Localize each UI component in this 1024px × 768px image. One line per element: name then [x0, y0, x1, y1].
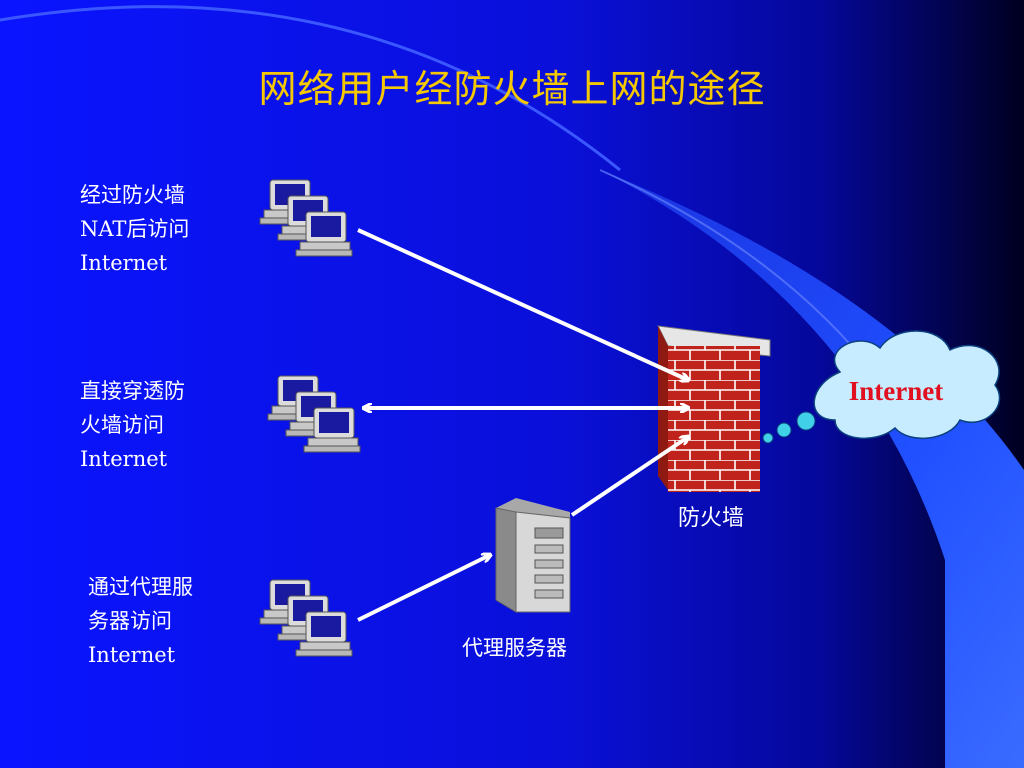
arrow-proxy-client-to-server: [357, 555, 490, 622]
group-label-line: 经过防火墙: [80, 183, 185, 207]
group-label-nat: 经过防火墙 NAT后访问 Internet: [80, 178, 189, 280]
group-label-line: Internet: [80, 447, 168, 471]
computer-group-direct: [267, 375, 361, 453]
internet-cloud-label: Internet: [848, 376, 944, 406]
group-label-proxy: 通过代理服 务器访问 Internet: [88, 570, 193, 672]
arrow-server-to-firewall: [570, 437, 688, 517]
slide-title: 网络用户经防火墙上网的途径: [258, 67, 766, 111]
computer-group-nat: [259, 179, 353, 257]
group-label-line: Internet: [80, 251, 168, 275]
group-label-line: Internet: [88, 643, 176, 667]
group-label-line: 直接穿透防: [80, 379, 185, 403]
proxy-caption: 代理服务器: [462, 636, 567, 660]
group-label-line: 通过代理服: [88, 575, 193, 599]
computer-group-proxy: [259, 579, 353, 657]
group-label-direct: 直接穿透防 火墙访问 Internet: [80, 374, 185, 476]
group-label-line: NAT后访问: [80, 217, 190, 241]
firewall-caption: 防火墙: [678, 506, 745, 531]
arrow-nat-to-firewall: [357, 228, 688, 380]
group-label-line: 火墙访问: [80, 413, 164, 437]
swoosh-shape: [600, 170, 1024, 768]
group-label-line: 务器访问: [88, 609, 172, 633]
internet-cloud-icon: [762, 330, 1001, 444]
proxy-server-icon: [495, 498, 571, 613]
